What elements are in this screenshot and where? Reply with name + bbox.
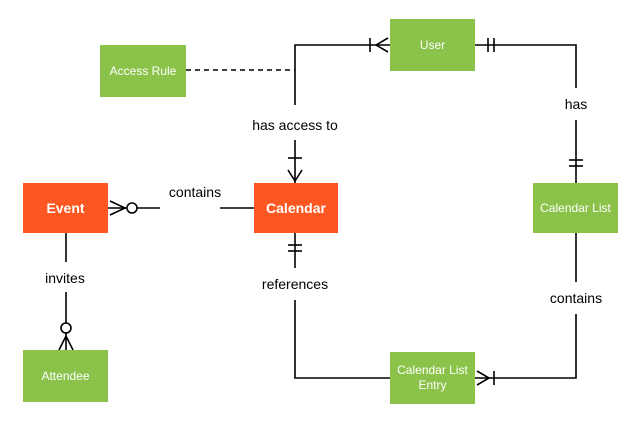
entity-event[interactable]: Event: [23, 183, 108, 233]
calendarlist-one-marker: [569, 159, 583, 167]
user-many-marker: [369, 37, 389, 53]
calendar-one-marker-bottom: [288, 244, 302, 252]
entry-many-marker: [476, 370, 495, 386]
event-many-optional-marker: [109, 200, 138, 216]
calendar-entry-connector-b: [294, 300, 390, 379]
entity-user[interactable]: User: [390, 19, 475, 71]
user-calendarlist-connector: [475, 44, 577, 88]
relationship-has-access-to: has access to: [249, 116, 341, 134]
relationship-contains-event: contains: [165, 183, 225, 201]
entity-calendar[interactable]: Calendar: [254, 183, 338, 233]
relationship-invites: invites: [42, 269, 88, 287]
relationship-has: has: [561, 95, 591, 113]
entity-access-rule[interactable]: Access Rule: [100, 45, 186, 97]
calendarlist-entry-connector-b: [475, 314, 577, 379]
entity-attendee[interactable]: Attendee: [23, 350, 108, 402]
relationship-contains-entry: contains: [546, 289, 606, 307]
calendar-one-marker: [287, 157, 303, 183]
user-calendar-connector: [294, 44, 390, 105]
attendee-many-optional-marker: [58, 322, 74, 351]
user-one-marker: [487, 38, 495, 52]
entity-calendar-list-entry[interactable]: Calendar List Entry: [390, 352, 475, 404]
entity-calendar-list[interactable]: Calendar List: [533, 183, 618, 233]
relationship-references: references: [258, 275, 332, 293]
